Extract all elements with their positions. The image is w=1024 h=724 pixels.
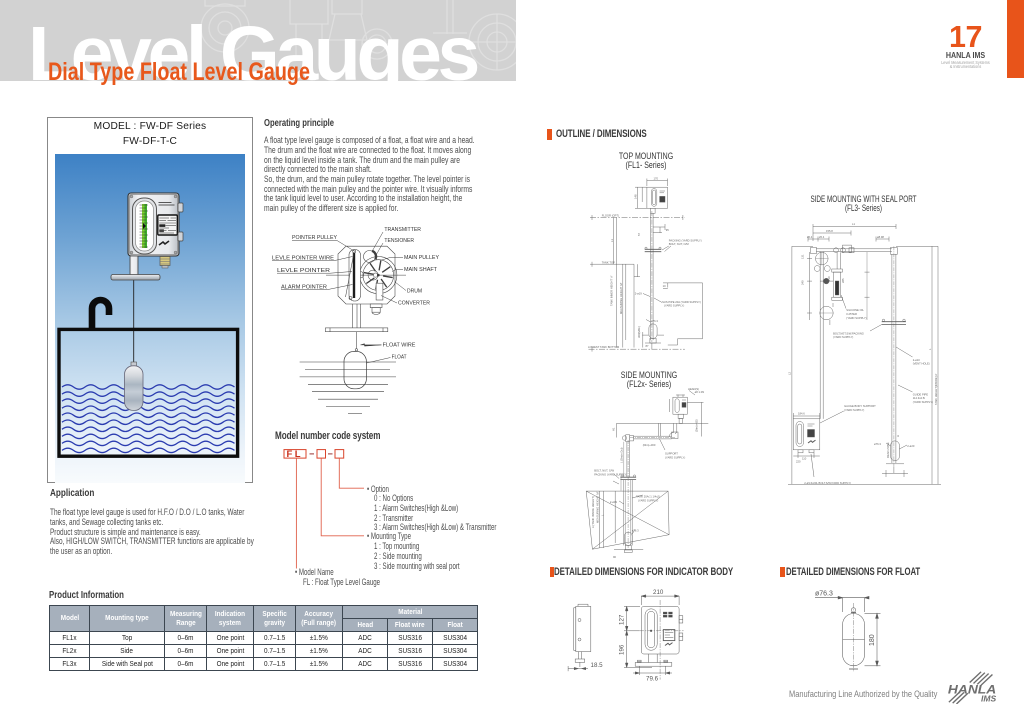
svg-text:IMS: IMS [981,695,997,704]
svg-text:SILICONE OIL: SILICONE OIL [846,308,864,312]
svg-text:79.6: 79.6 [646,676,659,683]
svg-text:SUS PIPE 20A (YARD SUPPLY): SUS PIPE 20A (YARD SUPPLY) [662,300,701,304]
svg-text:MEASURING HEIGHT ‘M’: MEASURING HEIGHT ‘M’ [619,282,623,314]
svg-text:ø76.3: ø76.3 [632,529,639,533]
svg-text:TANK 20A( 1 1/4x2): TANK 20A( 1 1/4x2) [636,495,660,499]
svg-text:BOLT, NUT, S/W: BOLT, NUT, S/W [594,469,614,473]
svg-text:2-ø19: 2-ø19 [610,500,618,504]
svg-text:L (Drain Out): L (Drain Out) [620,447,624,463]
svg-text:MAIN PULLEY: MAIN PULLEY [404,255,440,261]
svg-text:ø8 1.0N: ø8 1.0N [695,390,705,394]
svg-text:CONVERTER: CONVERTER [398,300,430,306]
svg-text:TANK TOP: TANK TOP [602,260,615,264]
svg-text:FLOOR (OPT): FLOOR (OPT) [602,214,619,218]
svg-text:110: 110 [802,457,807,461]
svg-text:L2: L2 [788,372,792,375]
svg-text:220: 220 [796,460,801,464]
svg-text:DEAD ZONE: DEAD ZONE [886,442,890,458]
svg-text:DRUM: DRUM [407,288,422,294]
svg-text:10: 10 [663,284,666,288]
svg-text:95: 95 [666,228,669,232]
svg-text:ø8.98: ø8.98 [877,235,884,239]
svg-text:H: H [896,435,900,437]
svg-text:210: 210 [653,589,664,596]
svg-text:ø76.3: ø76.3 [651,319,658,323]
svg-text:196: 196 [619,644,626,655]
svg-text:L1: L1 [610,239,614,242]
svg-text:POINTER PULLEY: POINTER PULLEY [292,235,338,241]
svg-text:MEASURING HEIGHT ‘M’: MEASURING HEIGHT ‘M’ [595,491,599,523]
svg-text:ø76.3: ø76.3 [815,590,833,597]
svg-text:BOLT,NÚT,S/W,PACKING: BOLT,NÚT,S/W,PACKING [833,331,864,335]
svg-text:2-ø10: 2-ø10 [913,358,921,362]
svg-text:240: 240 [801,280,805,285]
svg-text:MAIN SHAFT: MAIN SHAFT [404,267,437,273]
svg-text:(Dim)+425: (Dim)+425 [694,419,698,432]
svg-text:(YARD SUPPLY): (YARD SUPPLY) [664,304,684,308]
svg-text:L: L [601,514,605,516]
svg-text:(YARD SUPPLY): (YARD SUPPLY) [844,408,864,412]
svg-text:90: 90 [613,555,616,559]
svg-text:0.25TER: 0.25TER [846,312,857,316]
svg-text:TENSIONER: TENSIONER [384,238,414,244]
svg-text:GUIDE PIPE: GUIDE PIPE [913,392,929,396]
svg-text:(YARD SUPPLY): (YARD SUPPLY) [665,455,685,459]
svg-text:LEVLE POINTER: LEVLE POINTER [277,268,331,274]
svg-text:(YARD SUPPLY): (YARD SUPPLY) [846,316,866,320]
svg-text:26.4: 26.4 [819,235,825,239]
svg-text:SUPPORT: SUPPORT [665,452,678,456]
svg-text:131: 131 [801,254,805,259]
svg-text:BOLT, NUT, O/M: BOLT, NUT, O/M [669,242,690,246]
svg-text:210: 210 [827,276,831,281]
svg-text:(Dim)+300: (Dim)+300 [643,443,656,447]
svg-text:LOWEST TANK BOTTOM: LOWEST TANK BOTTOM [588,345,620,349]
svg-text:(VENT HOLE): (VENT HOLE) [913,362,930,366]
svg-text:18.5: 18.5 [591,662,604,669]
svg-text:ø76.3: ø76.3 [874,442,881,446]
svg-text:L1: L1 [852,222,855,226]
svg-text:87: 87 [646,344,649,348]
svg-text:ALARM POINTER: ALARM POINTER [281,285,327,291]
svg-text:(YARD SUPPLY): (YARD SUPPLY) [638,498,658,502]
svg-text:300(MIN.): 300(MIN.) [637,326,641,338]
svg-text:FLOAT WIRE: FLOAT WIRE [383,343,416,349]
svg-text:155.8: 155.8 [826,229,833,233]
svg-text:TANK HEIGHT(INSIDE)‘A’: TANK HEIGHT(INSIDE)‘A’ [934,373,938,405]
svg-text:127: 127 [619,614,626,625]
svg-text:2-ø20: 2-ø20 [907,444,915,448]
svg-text:HANLA: HANLA [948,683,996,697]
svg-text:285: 285 [841,278,845,283]
svg-text:148: 148 [634,194,638,199]
svg-text:TANK INNER HEIGHT ‘A’: TANK INNER HEIGHT ‘A’ [610,275,614,306]
svg-text:(YARD SUPPLY): (YARD SUPPLY) [833,335,853,339]
svg-text:FLOAT: FLOAT [392,355,407,361]
svg-text:A (TANK INSIDE HEIGHT): A (TANK INSIDE HEIGHT) [591,496,595,528]
svg-text:(YARD SUPPLY): (YARD SUPPLY) [913,400,933,404]
svg-text:TRANSMITTER: TRANSMITTER [384,227,421,233]
svg-text:GAUGE BODY SUPPORT: GAUGE BODY SUPPORT [844,404,876,408]
svg-text:PACKING (YARD SUPPLY): PACKING (YARD SUPPLY) [594,472,627,476]
svg-text:26.4: 26.4 [807,235,813,239]
svg-text:PACKING (YARD SUPPLY): PACKING (YARD SUPPLY) [669,238,702,242]
svg-text:LEVLE POINTER WIRE: LEVLE POINTER WIRE [272,256,335,262]
svg-text:2-ø19: 2-ø19 [635,291,643,295]
svg-text:180: 180 [869,634,876,646]
svg-text:L: L [928,348,932,350]
svg-text:184.6: 184.6 [798,412,805,416]
svg-text:H1: H1 [611,427,615,431]
svg-text:170: 170 [654,177,659,181]
svg-text:57: 57 [637,233,641,236]
svg-text:HEAD(S): HEAD(S) [688,388,699,391]
svg-text:2-ø9.6x20L BOLT,S/W(YARD SUPPL: 2-ø9.6x20L BOLT,S/W(YARD SUPPLY) [804,481,851,485]
svg-text:114.3x4.5t: 114.3x4.5t [913,396,926,400]
